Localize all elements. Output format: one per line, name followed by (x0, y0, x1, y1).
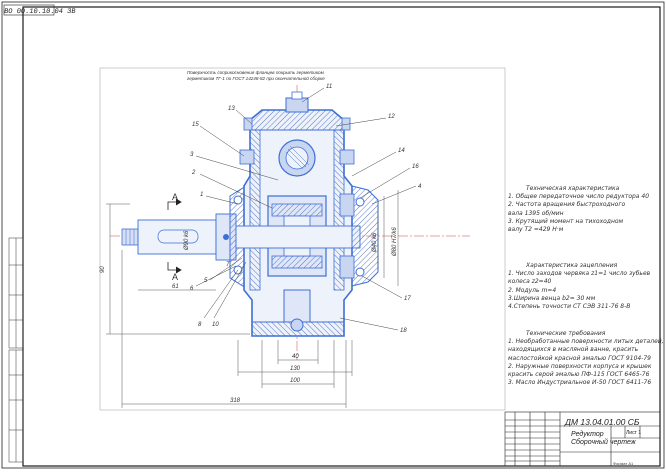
output-shaft (137, 219, 217, 255)
callout-15: 15 (192, 122, 199, 128)
callout-labels: 11 13 15 3 2 1 12 14 4 16 17 18 8 10 5 6… (190, 84, 422, 334)
housing-top-wall (249, 109, 345, 131)
section-markers (167, 198, 182, 274)
req-line: красить серой эмалью ПФ-115 ГОСТ 6465-76 (508, 371, 650, 379)
req-line: находящихся в масляной ванне, красить (508, 346, 639, 354)
callout-12: 12 (388, 114, 395, 120)
flange-bolt-left (239, 149, 255, 165)
code-stamp-box (3, 4, 55, 16)
wheel-shaft (235, 225, 361, 249)
shaft-keyway (157, 229, 199, 244)
callout-17: 17 (404, 296, 411, 302)
title-name: Редуктор Сборочный чертеж (571, 431, 636, 447)
gear-line: 2. Модуль m=4 (508, 286, 557, 294)
drawing-frame (22, 6, 661, 467)
tech-line: 3. Крутящий момент на тихоходном (508, 217, 624, 225)
housing-left-wall (249, 129, 261, 291)
shaft-center-mark (223, 234, 229, 240)
gear-mesh-characteristics: Характеристика зацепления 1. Число заход… (508, 262, 650, 311)
sealant-note-line-1: Поверхность соприкосновения фланцев покр… (187, 70, 324, 75)
gear-heading: Характеристика зацепления (526, 262, 618, 269)
right-bearing-cap (351, 185, 379, 287)
callout-10: 10 (212, 322, 219, 328)
sealant-note: Поверхность соприкосновения фланцев покр… (187, 70, 325, 81)
drawing-code-stamp: ВО 00.10.10.04 ЗВ (3, 8, 76, 16)
gear-line: 4.Степень точности СТ СЭВ 311-76 8-В (508, 303, 631, 311)
callout-5: 5 (204, 278, 208, 284)
tech-line: 1. Общее передаточное число редуктора 40 (508, 193, 650, 201)
lower-boss (283, 289, 311, 323)
right-bearing-top (339, 193, 355, 217)
dim-bottom-3: 130 (290, 366, 301, 372)
callout-7: 7 (226, 262, 230, 268)
callout-6: 6 (190, 286, 194, 292)
gear-line: 3.Ширина венца b2= 30 мм (508, 294, 596, 302)
tech-line: 2. Частота вращения быстроходного (508, 201, 626, 209)
callout-11: 11 (326, 84, 332, 90)
callout-14: 14 (398, 148, 405, 154)
dim-left-vertical: 90 (100, 266, 106, 273)
section-label-upper: A (172, 192, 178, 202)
leader-lines (195, 87, 417, 331)
gearbox-assembly (110, 85, 470, 360)
title-document-number: ДМ 13.04.01.00 СБ (565, 417, 640, 427)
callout-1: 1 (200, 192, 203, 198)
technical-characteristics: Техническая характеристика 1. Общее пере… (508, 185, 649, 234)
section-label-lower: A (172, 272, 178, 282)
callout-18: 18 (400, 328, 407, 334)
title-block (504, 411, 661, 467)
dim-shaft-length: 61 (172, 284, 179, 290)
gear-line: колеса z2=40 (508, 278, 552, 286)
dimension-lines (106, 190, 399, 408)
callout-2: 2 (191, 170, 196, 176)
dim-bottom-2: 100 (290, 378, 301, 384)
callout-4: 4 (418, 184, 422, 190)
dim-shaft-dia: Ø40 k6 (372, 232, 378, 253)
callout-3: 3 (190, 152, 194, 158)
req-heading: Технические требования (526, 330, 606, 337)
gear-line: 1. Число заходов червяка z1=1 число зубь… (508, 270, 651, 278)
drain-plug (290, 318, 304, 332)
sealant-note-line-2: герметиком ТГ-1 по ГОСТ 14248-82 при око… (187, 75, 325, 81)
title-name-line-2: Сборочный чертеж (571, 439, 636, 446)
title-format: Формат А1 (613, 461, 634, 466)
title-name-line-1: Редуктор (571, 431, 604, 438)
tech-line: валу Т2 =429 Н·м (508, 226, 564, 234)
req-line: 3. Масло Индустриальное И-50 ГОСТ 6411-7… (508, 379, 652, 387)
left-margin-tables (8, 237, 24, 463)
callout-16: 16 (412, 164, 419, 170)
dim-overall: 318 (230, 398, 241, 404)
req-line: 2. Наружные поверхности корпуса и крышек (508, 362, 652, 370)
req-line: 1. Необработанные поверхности литых дета… (508, 338, 664, 346)
technical-requirements: Технические требования 1. Необработанные… (508, 330, 664, 387)
view-frame (99, 67, 506, 411)
dim-bearing-dia: Ø80 H7/k6 (392, 227, 398, 257)
tech-line: вала 1395 об/мин (508, 209, 564, 217)
dim-input-dia: Ø90 k6 (184, 230, 190, 251)
dim-bottom-1: 40 (292, 354, 299, 360)
callout-13: 13 (228, 106, 235, 112)
req-line: маслостойкой красной эмалью ГОСТ 9104-79 (508, 354, 652, 362)
tech-heading: Техническая характеристика (526, 185, 620, 192)
title-sheet: Лист 1 (626, 430, 642, 436)
callout-8: 8 (198, 322, 202, 328)
flange-bolt-right (339, 149, 355, 165)
right-bearing-bottom (339, 255, 355, 279)
